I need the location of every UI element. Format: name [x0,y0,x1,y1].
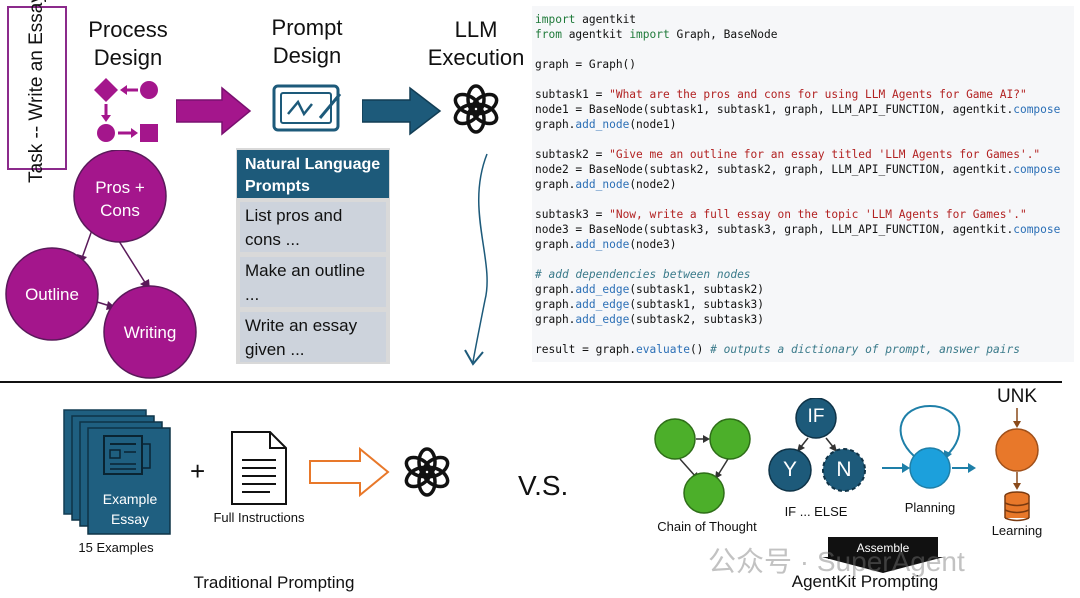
code-line [535,72,1074,87]
code-line: from agentkit import Graph, BaseNode [535,28,778,41]
code-line: graph.add_node(node1) [535,118,677,131]
node-pros-cons: Pros + Cons [95,178,145,220]
code-line: subtask3 = "Now, write a full essay on t… [535,208,1027,221]
planning-graph [882,404,976,489]
if-else-label: IF ... ELSE [784,504,848,519]
code-line: graph.add_node(node2) [535,178,677,191]
code-line: graph.add_edge(subtask1, subtask2) [535,283,765,296]
example-essays-stack [63,409,171,535]
code-line [535,42,1074,57]
watermark: 公众号 · SuperAgent [708,546,965,577]
process-flow-icon [94,78,158,142]
assemble-arrow [822,537,944,573]
orange-arrow-icon [309,446,390,498]
prompt-design-title: Prompt Design [271,15,343,68]
if-node-label: IF [807,406,825,427]
code-line: graph = Graph() [535,58,637,71]
code-line: result = graph.evaluate() # outputs a di… [535,343,1020,356]
agentkit-prompting-label: AgentKit Prompting [791,572,939,591]
code-line: node3 = BaseNode(subtask3, subtask3, gra… [535,223,1061,236]
code-line: node2 = BaseNode(subtask2, subtask2, gra… [535,163,1061,176]
prompt-item: Write an essay given ... [240,312,386,362]
openai-logo-icon [404,447,450,497]
assemble-label: Assemble [856,541,910,555]
code-line: graph.add_edge(subtask1, subtask3) [535,298,765,311]
prompt-item: List pros and cons ... [240,202,386,252]
prompts-header: Natural Language Prompts [237,150,389,198]
code-line: node1 = BaseNode(subtask1, subtask1, gra… [535,103,1061,116]
plus-sign: + [190,456,206,486]
traditional-prompting-label: Traditional Prompting [193,573,355,592]
code-line: import agentkit [535,13,637,26]
examples-count-label: 15 Examples [78,540,154,555]
full-instructions-label: Full Instructions [213,510,305,525]
y-node-label: Y [782,458,797,481]
vs-label: V.S. [518,470,569,501]
example-essay-label: Example Essay [102,491,158,527]
if-else-graph [768,398,866,492]
learning-label: Learning [991,523,1043,538]
n-node-label: N [836,458,852,481]
flow-curve-arrow [464,153,488,366]
code-line: graph.add_node(node3) [535,238,677,251]
chain-of-thought-label: Chain of Thought [657,519,757,534]
purple-arrow-icon [176,86,252,136]
code-line [535,192,1074,207]
teal-arrow-icon [362,86,442,136]
learning-graph [995,408,1039,522]
chain-of-thought-graph [654,418,751,514]
task-box: Task -- Write an Essay [7,0,67,183]
code-line: subtask1 = "What are the pros and cons f… [535,88,1027,101]
section-divider [0,381,1062,383]
planning-label: Planning [904,500,956,515]
llm-execution-title: LLM Execution [427,17,525,70]
process-design-title: Process Design [88,17,168,70]
node-outline: Outline [25,285,79,304]
unk-label: UNK [996,386,1038,407]
code-line [535,327,1074,342]
code-block: import agentkit from agentkit import Grap… [532,6,1074,362]
node-writing: Writing [123,323,177,342]
code-line [535,252,1074,267]
code-line: subtask2 = "Give me an outline for an es… [535,148,1041,161]
document-icon [231,431,287,505]
prompt-design-icon [272,84,342,132]
prompt-item: Make an outline ... [240,257,386,307]
openai-logo-icon [453,84,499,134]
code-line: # add dependencies between nodes [535,268,751,281]
code-line: graph.add_edge(subtask2, subtask3) [535,313,765,326]
process-graph [5,150,197,379]
code-line [535,132,1074,147]
